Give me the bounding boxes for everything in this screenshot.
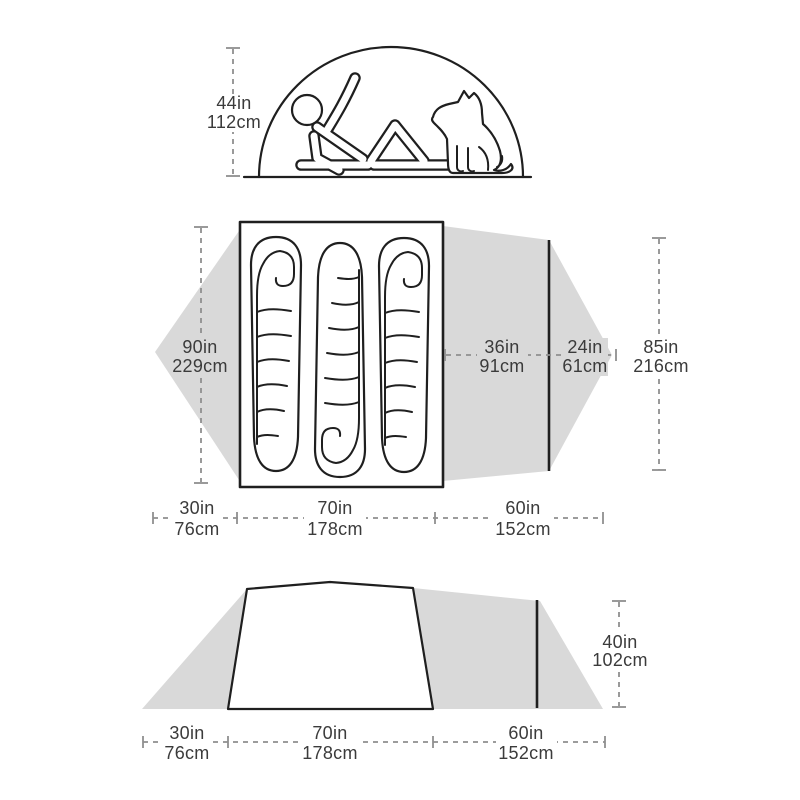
plan-seg3-cm: 152cm xyxy=(495,519,551,539)
floor-length-in: 90in xyxy=(182,337,217,357)
profile-seg3-in: 60in xyxy=(508,723,543,743)
profile-tent-body xyxy=(226,580,435,711)
overall-length-cm: 216cm xyxy=(633,356,689,376)
person-outline xyxy=(295,72,456,176)
person-head xyxy=(290,93,324,127)
dim-plan-widths: 30in 76cm 70in 178cm 60in 152cm xyxy=(152,498,604,540)
floor-plan-section: 90in 229cm 36in 91cm 24in 61cm 85in 216c… xyxy=(152,220,690,540)
side-profile-section: 40in 102cm 30in 76cm 70in 178cm 60in 152… xyxy=(142,580,650,764)
profile-height-in: 40in xyxy=(602,632,637,652)
profile-seg1-in: 30in xyxy=(169,723,204,743)
vestibule-outer-cm: 61cm xyxy=(562,356,607,376)
plan-seg1-in: 30in xyxy=(179,498,214,518)
tent-dome-outline xyxy=(257,45,525,179)
vestibule-inner-cm: 91cm xyxy=(479,356,524,376)
dog-figure xyxy=(430,89,514,175)
person-figure xyxy=(290,72,456,176)
dim-vestibule-depths: 36in 91cm 24in 61cm xyxy=(444,337,617,376)
dim-overall-length: 85in 216cm xyxy=(630,237,690,471)
profile-seg1-cm: 76cm xyxy=(164,743,209,763)
dim-peak-height: 44in 112cm xyxy=(206,47,262,177)
dim-profile-height: 40in 102cm xyxy=(590,600,650,708)
floor-length-cm: 229cm xyxy=(172,356,228,376)
vestibule-outer-in: 24in xyxy=(567,337,602,357)
dog-outline xyxy=(430,89,514,175)
profile-height-cm: 102cm xyxy=(592,650,648,670)
peak-height-in: 44in xyxy=(216,93,251,113)
plan-seg3-in: 60in xyxy=(505,498,540,518)
plan-seg2-cm: 178cm xyxy=(307,519,363,539)
profile-seg2-in: 70in xyxy=(312,723,347,743)
side-view-section: 44in 112cm xyxy=(206,45,533,179)
dim-floor-length: 90in 229cm xyxy=(172,226,230,484)
profile-seg2-cm: 178cm xyxy=(302,743,358,763)
overall-length-in: 85in xyxy=(643,337,678,357)
peak-height-cm: 112cm xyxy=(207,112,261,132)
vestibule-inner-in: 36in xyxy=(484,337,519,357)
plan-seg2-in: 70in xyxy=(317,498,352,518)
plan-seg1-cm: 76cm xyxy=(174,519,219,539)
profile-seg3-cm: 152cm xyxy=(498,743,554,763)
dim-profile-widths: 30in 76cm 70in 178cm 60in 152cm xyxy=(142,723,606,764)
